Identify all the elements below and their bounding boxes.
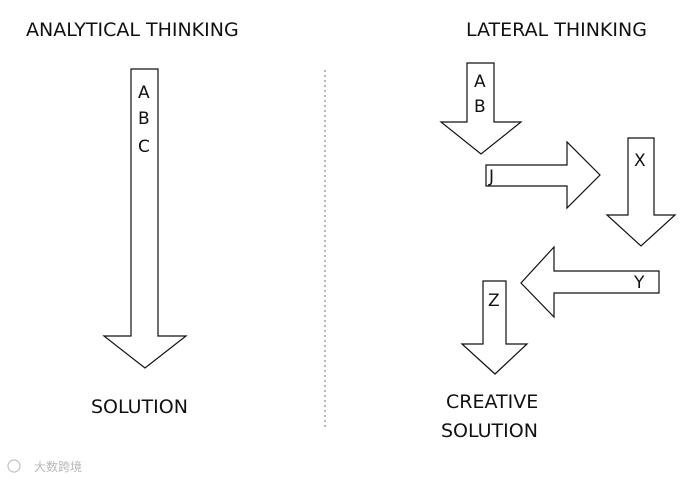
analytical-down-arrow — [102, 68, 188, 369]
analytical-solution-label: SOLUTION — [91, 396, 188, 418]
lateral-step-x: X — [634, 151, 646, 171]
lateral-z-down-arrow — [460, 280, 529, 375]
analytical-step-b: B — [138, 109, 150, 129]
creative-solution-line1: CREATIVE — [446, 391, 538, 413]
lateral-x-down-arrow — [605, 137, 677, 247]
lateral-step-y: Y — [633, 273, 645, 293]
lateral-step-a: A — [474, 72, 486, 92]
lateral-heading: LATERAL THINKING — [466, 19, 647, 41]
analytical-step-a: A — [138, 83, 150, 103]
lateral-step-j: J — [488, 167, 494, 187]
lateral-step-z: Z — [488, 291, 500, 311]
lateral-ab-down-arrow — [439, 62, 523, 155]
lateral-step-b: B — [474, 97, 486, 117]
watermark-text: 大数跨境 — [34, 459, 82, 474]
analytical-step-c: C — [138, 137, 150, 157]
lateral-j-right-arrow — [485, 140, 601, 210]
creative-solution-line2: SOLUTION — [441, 420, 538, 442]
watermark-logo-icon — [7, 459, 21, 473]
analytical-heading: ANALYTICAL THINKING — [26, 19, 239, 41]
watermark: 大数跨境 — [7, 459, 82, 474]
lateral-y-left-arrow — [520, 245, 660, 319]
